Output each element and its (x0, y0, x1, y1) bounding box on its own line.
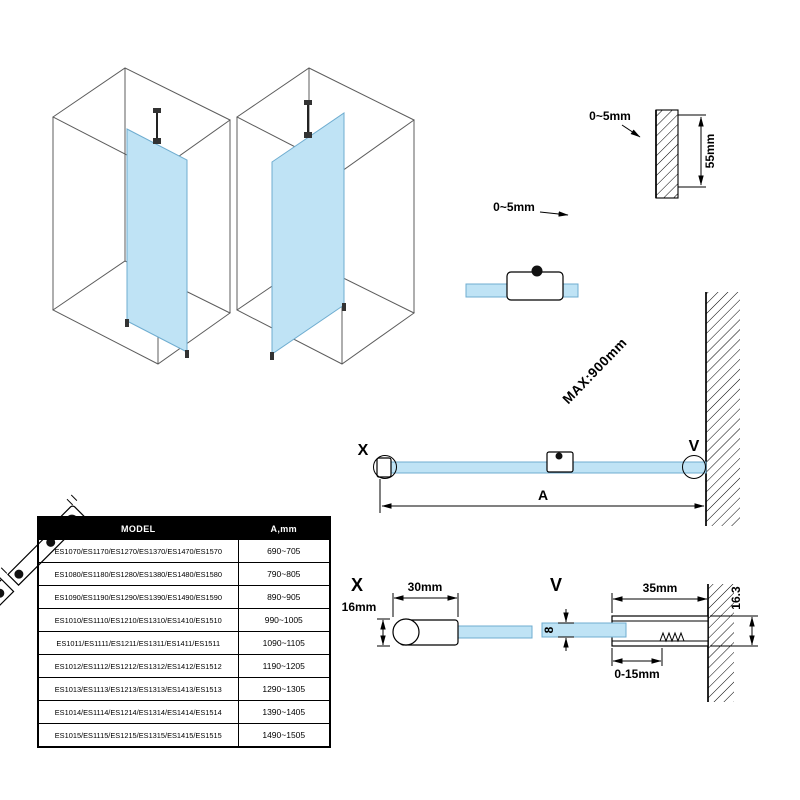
model-cell: ES1090/ES1190/ES1290/ES1390/ES1490/ES159… (37, 585, 239, 609)
extension-lines (558, 622, 574, 638)
box-vertical-edges (52, 68, 231, 364)
model-cell: ES1012/ES1112/ES1212/ES1312/ES1412/ES151… (37, 654, 239, 678)
detail-x: X 30mm 16mm (342, 575, 533, 647)
profile-depth-label: 16.3 (729, 586, 743, 610)
model-cell: ES1013/ES1113/ES1213/ES1313/ES1413/ES151… (37, 677, 239, 701)
profile-height-label: 16mm (342, 600, 377, 614)
model-column-header: MODEL (37, 516, 239, 540)
detail-v: V 35mm 16.3 8 0-15mm (541, 575, 758, 702)
wall-section (655, 109, 679, 199)
detail-v-title: V (550, 575, 562, 595)
isometric-view-1 (52, 67, 231, 365)
model-cell: ES1014/ES1114/ES1214/ES1314/ES1414/ES151… (37, 700, 239, 724)
table-row: ES1080/ES1180/ES1280/ES1380/ES1480/ES158… (37, 562, 331, 586)
overall-width-label: A (538, 487, 548, 503)
a-mm-cell: 1090~1105 (237, 631, 331, 655)
pivot-screw-icon (531, 265, 543, 277)
table-row: ES1015/ES1115/ES1215/ES1315/ES1415/ES151… (37, 723, 331, 748)
extension-lines (377, 618, 390, 647)
extension-lines (611, 648, 663, 666)
end-profile-round (392, 618, 420, 646)
extension-lines (678, 114, 706, 188)
a-mm-cell: 990~1005 (237, 608, 331, 632)
model-cell: ES1015/ES1115/ES1215/ES1315/ES1415/ES151… (37, 723, 239, 748)
rod-glass-connector (304, 132, 312, 138)
glass-edge (541, 622, 627, 638)
panel-foot (342, 303, 346, 311)
bar-screw-icon (14, 569, 24, 579)
clamp-screw-icon (555, 452, 563, 460)
a-mm-cell: 790~805 (237, 562, 331, 586)
detail-x-circle (373, 455, 397, 479)
table-row: ES1010/ES1110/ES1210/ES1310/ES1410/ES151… (37, 608, 331, 632)
gap-dimension-label: 0~5mm (493, 200, 535, 214)
bar-glass-clamp (546, 451, 574, 473)
a-mm-cell: 1290~1305 (237, 677, 331, 701)
ceiling-mount (304, 100, 312, 105)
detail-x-marker: X (358, 442, 369, 459)
panel-foot (270, 352, 274, 360)
max-length-label: MAX:900mm (560, 335, 630, 407)
installation-diagram: MAX:900mm X V A (358, 292, 740, 526)
wall-hatch (708, 584, 734, 702)
model-cell: ES1080/ES1180/ES1280/ES1380/ES1480/ES158… (37, 562, 239, 586)
detail-v-circle (682, 455, 706, 479)
glass-panel (126, 128, 188, 353)
model-cell: ES1070/ES1170/ES1270/ES1370/ES1470/ES157… (37, 539, 239, 563)
gap-dimension-label: 0~5mm (589, 109, 631, 123)
panel-foot (125, 319, 129, 327)
end-profile-x (376, 457, 392, 478)
a-mm-column-header: A,mm (237, 516, 331, 540)
panel-foot (185, 350, 189, 358)
box-bottom-face (52, 260, 231, 365)
glass-clamp (506, 271, 564, 301)
support-bar-lower (0, 578, 15, 639)
extension-lines (392, 593, 459, 617)
leader-arrow (539, 211, 569, 217)
glass-panel (271, 112, 345, 355)
table-row: ES1090/ES1190/ES1290/ES1390/ES1490/ES159… (37, 585, 331, 609)
gap-tick (66, 498, 73, 506)
leader-arrow (621, 124, 641, 138)
detail-v-marker: V (689, 438, 700, 455)
table-row: ES1070/ES1170/ES1270/ES1370/ES1470/ES157… (37, 539, 331, 563)
gap-tick (0, 567, 8, 574)
ceiling-mount (153, 108, 161, 113)
a-mm-cell: 690~705 (237, 539, 331, 563)
gap-tick (0, 573, 2, 580)
a-mm-cell: 1490~1505 (237, 723, 331, 748)
wall-hatch (706, 292, 740, 526)
table-row: ES1013/ES1113/ES1213/ES1313/ES1413/ES151… (37, 677, 331, 701)
table-row: ES1012/ES1112/ES1212/ES1312/ES1412/ES151… (37, 654, 331, 678)
a-mm-cell: 1390~1405 (237, 700, 331, 724)
glass-thickness-label: 8 (542, 626, 556, 633)
model-spec-table: MODEL A,mm ES1070/ES1170/ES1270/ES1370/E… (37, 516, 331, 748)
wall-height-label: 55mm (703, 134, 717, 169)
a-mm-cell: 890~905 (237, 585, 331, 609)
rod-glass-connector (153, 138, 161, 144)
detail-x-title: X (351, 575, 363, 595)
model-cell: ES1011/ES1111/ES1211/ES1311/ES1411/ES151… (37, 631, 239, 655)
bar-screw-icon (0, 588, 5, 598)
extension-lines (710, 615, 758, 647)
gap-tick (70, 494, 78, 501)
a-mm-cell: 1190~1205 (237, 654, 331, 678)
profile-width-label: 35mm (643, 581, 678, 595)
table-header-row: MODEL A,mm (37, 516, 331, 540)
table-row: ES1011/ES1111/ES1211/ES1311/ES1411/ES151… (37, 631, 331, 655)
isometric-view-2 (236, 67, 415, 365)
profile-width-label: 30mm (408, 580, 443, 594)
model-cell: ES1010/ES1110/ES1210/ES1310/ES1410/ES151… (37, 608, 239, 632)
table-row: ES1014/ES1114/ES1214/ES1314/ES1414/ES151… (37, 700, 331, 724)
clamp-spring-serration (659, 631, 685, 643)
adjustment-range-label: 0-15mm (614, 667, 659, 681)
